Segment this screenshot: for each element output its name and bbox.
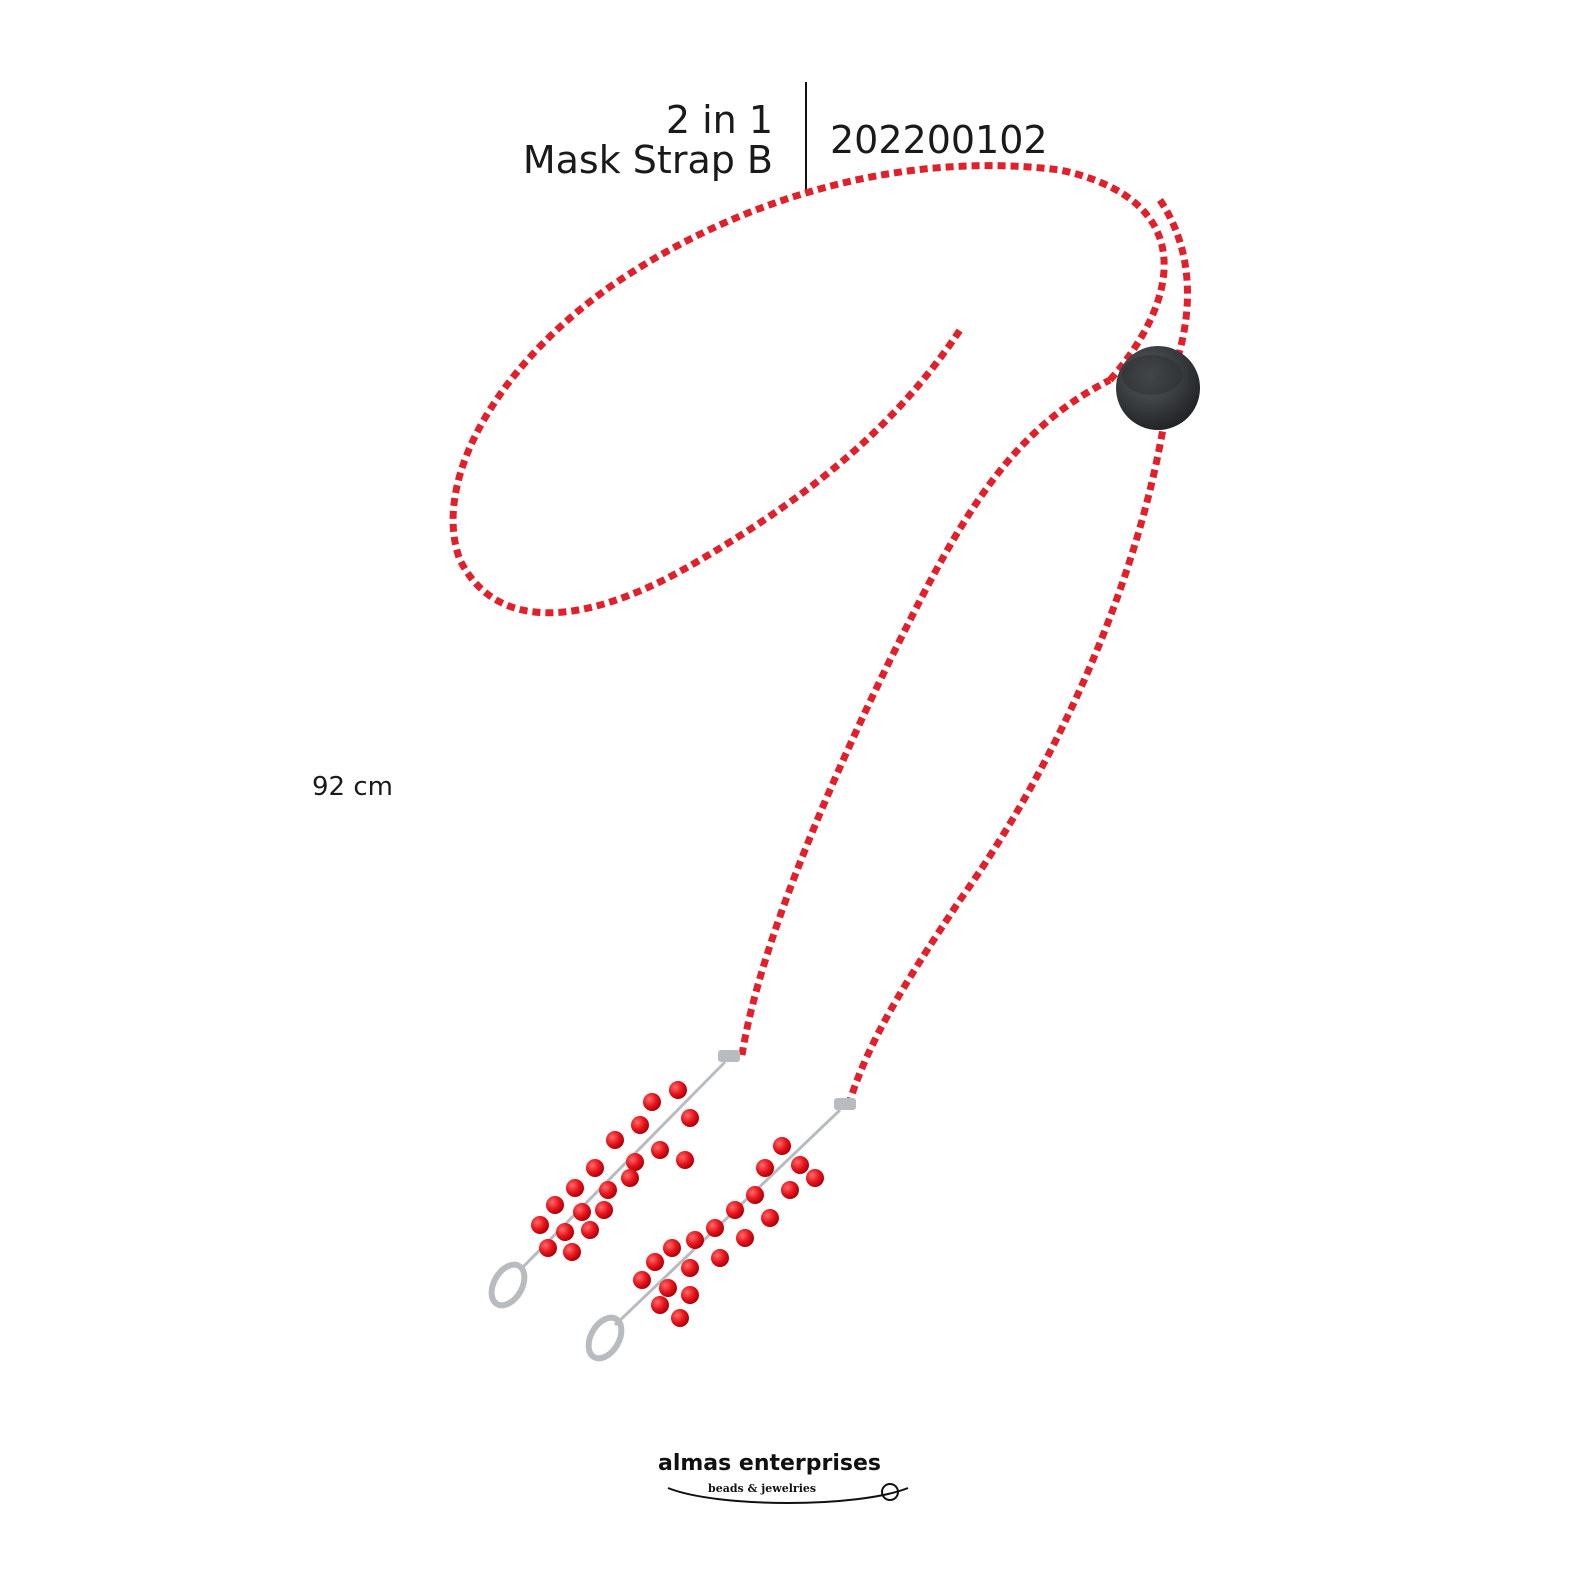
logo-name: almas enterprises: [658, 1451, 881, 1476]
title-divider: [805, 82, 807, 190]
adjuster-stopper: [1116, 346, 1200, 430]
product-title-line1: 2 in 1: [665, 98, 773, 142]
product-code: 202200102: [830, 118, 1048, 162]
cord: [449, 162, 1168, 1056]
cord-right: [846, 379, 1174, 1102]
logo-tagline: beads & jewelries: [708, 1482, 816, 1495]
product-title: 2 in 1 Mask Strap B: [523, 100, 773, 180]
lobster-clasp-right: [585, 1314, 625, 1362]
bead-cluster-right: [613, 1108, 842, 1327]
product-title-line2: Mask Strap B: [522, 138, 773, 182]
lobster-clasp-left: [488, 1261, 528, 1309]
brand-logo: almas enterprises beads & jewelries: [658, 1451, 909, 1504]
bead-cluster-left: [518, 1060, 727, 1272]
product-length: 92 cm: [312, 772, 393, 802]
